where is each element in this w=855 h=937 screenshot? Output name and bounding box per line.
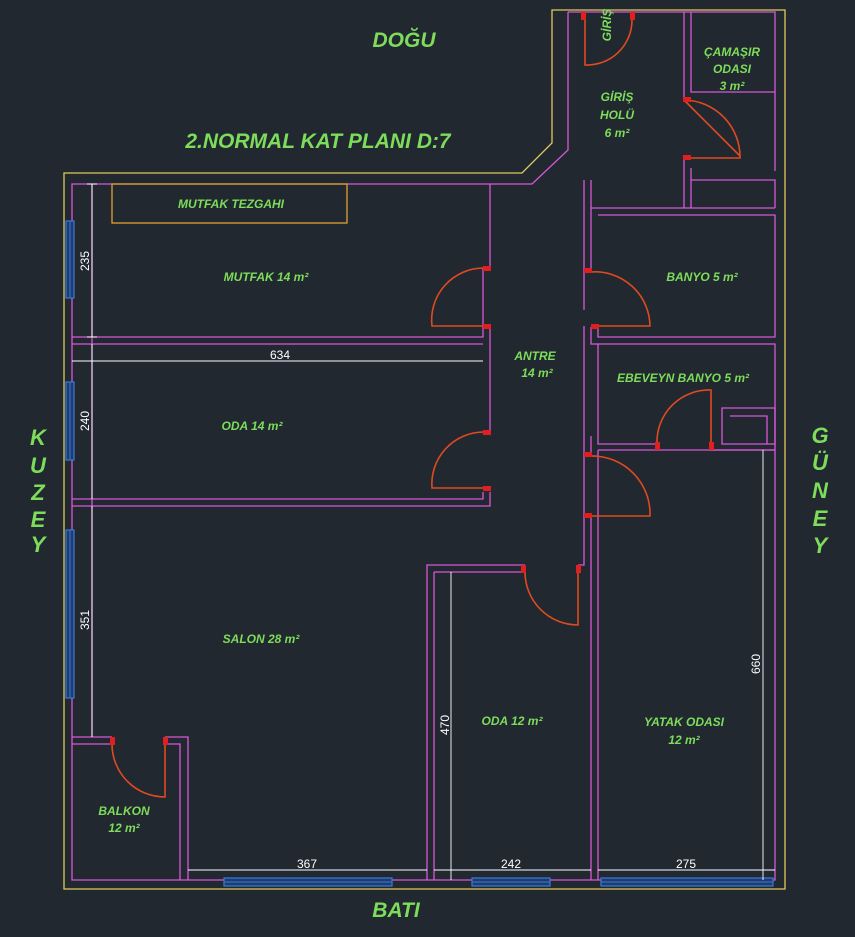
svg-text:ÇAMAŞIR: ÇAMAŞIR xyxy=(704,45,760,59)
laundry-door xyxy=(683,99,741,159)
svg-text:BALKON: BALKON xyxy=(98,804,150,818)
living-label: SALON 28 m² xyxy=(223,632,301,646)
entry-door xyxy=(584,19,633,66)
doors xyxy=(111,19,741,798)
dim-living-height: 351 xyxy=(78,610,92,630)
dim-bedroom-width: 275 xyxy=(676,857,696,871)
dim-room2-width: 242 xyxy=(501,857,521,871)
svg-text:Z: Z xyxy=(30,480,46,505)
svg-text:Y: Y xyxy=(31,532,48,557)
balcony-door xyxy=(111,743,166,798)
svg-text:N: N xyxy=(812,478,829,503)
laundry-label: ÇAMAŞIR ODASI 3 m² xyxy=(704,45,760,93)
svg-text:12 m²: 12 m² xyxy=(668,733,700,747)
outer-wall xyxy=(71,11,776,881)
bathroom-label: BANYO 5 m² xyxy=(666,270,738,284)
svg-text:GİRİŞ: GİRİŞ xyxy=(601,89,634,104)
svg-text:U: U xyxy=(30,453,47,478)
door-jambs xyxy=(110,12,714,745)
dim-living-width: 367 xyxy=(297,857,317,871)
svg-text:E: E xyxy=(813,506,829,531)
svg-text:14 m²: 14 m² xyxy=(521,366,553,380)
parent-bath-label: EBEVEYN BANYO 5 m² xyxy=(617,371,750,385)
direction-west: BATI xyxy=(372,899,421,922)
interior-walls xyxy=(72,12,776,880)
svg-text:Y: Y xyxy=(813,533,830,558)
room2-door xyxy=(524,571,579,626)
svg-text:3 m²: 3 m² xyxy=(720,79,746,93)
svg-text:6 m²: 6 m² xyxy=(605,126,631,140)
kitchen-label: MUTFAK 14 m² xyxy=(224,270,310,284)
direction-north: K U Z E Y xyxy=(30,425,48,557)
kitchen-door xyxy=(430,267,484,327)
svg-text:ODASI: ODASI xyxy=(713,62,752,76)
svg-text:E: E xyxy=(31,507,47,532)
kitchen-counter xyxy=(111,183,348,224)
kitchen-counter-label: MUTFAK TEZGAHI xyxy=(178,197,285,211)
plan-title: 2.NORMAL KAT PLANI D:7 xyxy=(184,130,452,153)
hall-door xyxy=(590,455,651,517)
dimension-lines xyxy=(72,183,775,880)
entry-door-label: GİRİŞ xyxy=(599,9,614,42)
svg-text:K: K xyxy=(30,425,48,450)
entry-hall-label: GİRİŞ HOLÜ 6 m² xyxy=(600,89,634,140)
room1-label: ODA 14 m² xyxy=(222,419,284,433)
svg-text:Ü: Ü xyxy=(812,450,829,475)
svg-text:G: G xyxy=(811,423,828,448)
svg-text:YATAK ODASI: YATAK ODASI xyxy=(644,715,725,729)
svg-text:HOLÜ: HOLÜ xyxy=(600,107,634,122)
bedroom-label: YATAK ODASI 12 m² xyxy=(644,715,725,747)
room1-door xyxy=(431,431,484,489)
svg-text:12 m²: 12 m² xyxy=(108,821,140,835)
hall-label: ANTRE 14 m² xyxy=(513,349,556,380)
parent-bath-door xyxy=(656,389,712,445)
dim-kitchen-height: 235 xyxy=(78,251,92,271)
windows xyxy=(65,220,774,887)
direction-south: G Ü N E Y xyxy=(811,423,829,558)
room2-label: ODA 12 m² xyxy=(482,714,544,728)
building-outline xyxy=(63,9,786,890)
direction-east: DOĞU xyxy=(373,28,437,52)
svg-text:ANTRE: ANTRE xyxy=(513,349,556,363)
dim-room2-height: 470 xyxy=(438,715,452,735)
dim-room-width: 634 xyxy=(270,348,290,362)
dim-bedroom-height: 660 xyxy=(749,654,763,674)
dim-room-height: 240 xyxy=(78,411,92,431)
bathroom-door xyxy=(590,271,651,327)
balcony-label: BALKON 12 m² xyxy=(98,804,150,835)
